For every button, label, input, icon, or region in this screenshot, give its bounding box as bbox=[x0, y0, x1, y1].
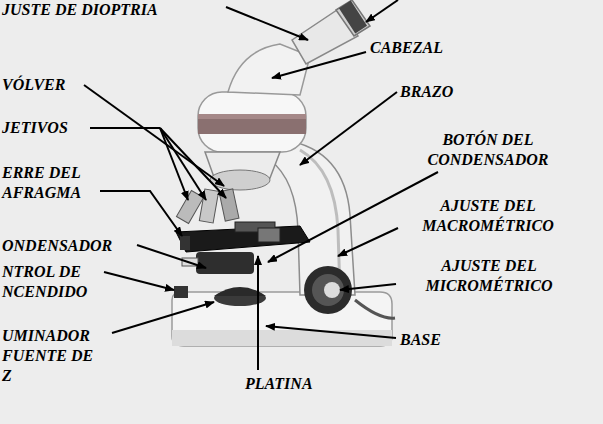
part-label: UMINADOR FUENTE DE Z bbox=[2, 326, 102, 386]
part-label: NTROL DE NCENDIDO bbox=[2, 262, 102, 302]
part-label: ERRE DEL AFRAGMA bbox=[2, 163, 100, 203]
part-label: JETIVOS bbox=[2, 118, 97, 138]
part-label: PLATINA bbox=[245, 374, 345, 394]
part-label: CABEZAL bbox=[370, 38, 480, 58]
part-label: ONDENSADOR bbox=[2, 236, 142, 256]
part-label: BASE bbox=[400, 330, 480, 350]
part-label: BOTÓN DEL CONDENSADOR bbox=[408, 130, 568, 170]
part-label: BRAZO bbox=[400, 82, 490, 102]
part-label: VÓLVER bbox=[2, 75, 92, 95]
part-label: AJUSTE DEL MICROMÉTRICO bbox=[392, 256, 586, 296]
part-label: AJUSTE DEL MACROMÉTRICO bbox=[392, 196, 584, 236]
part-label: JUSTE DE DIOPTRIA bbox=[2, 0, 232, 20]
